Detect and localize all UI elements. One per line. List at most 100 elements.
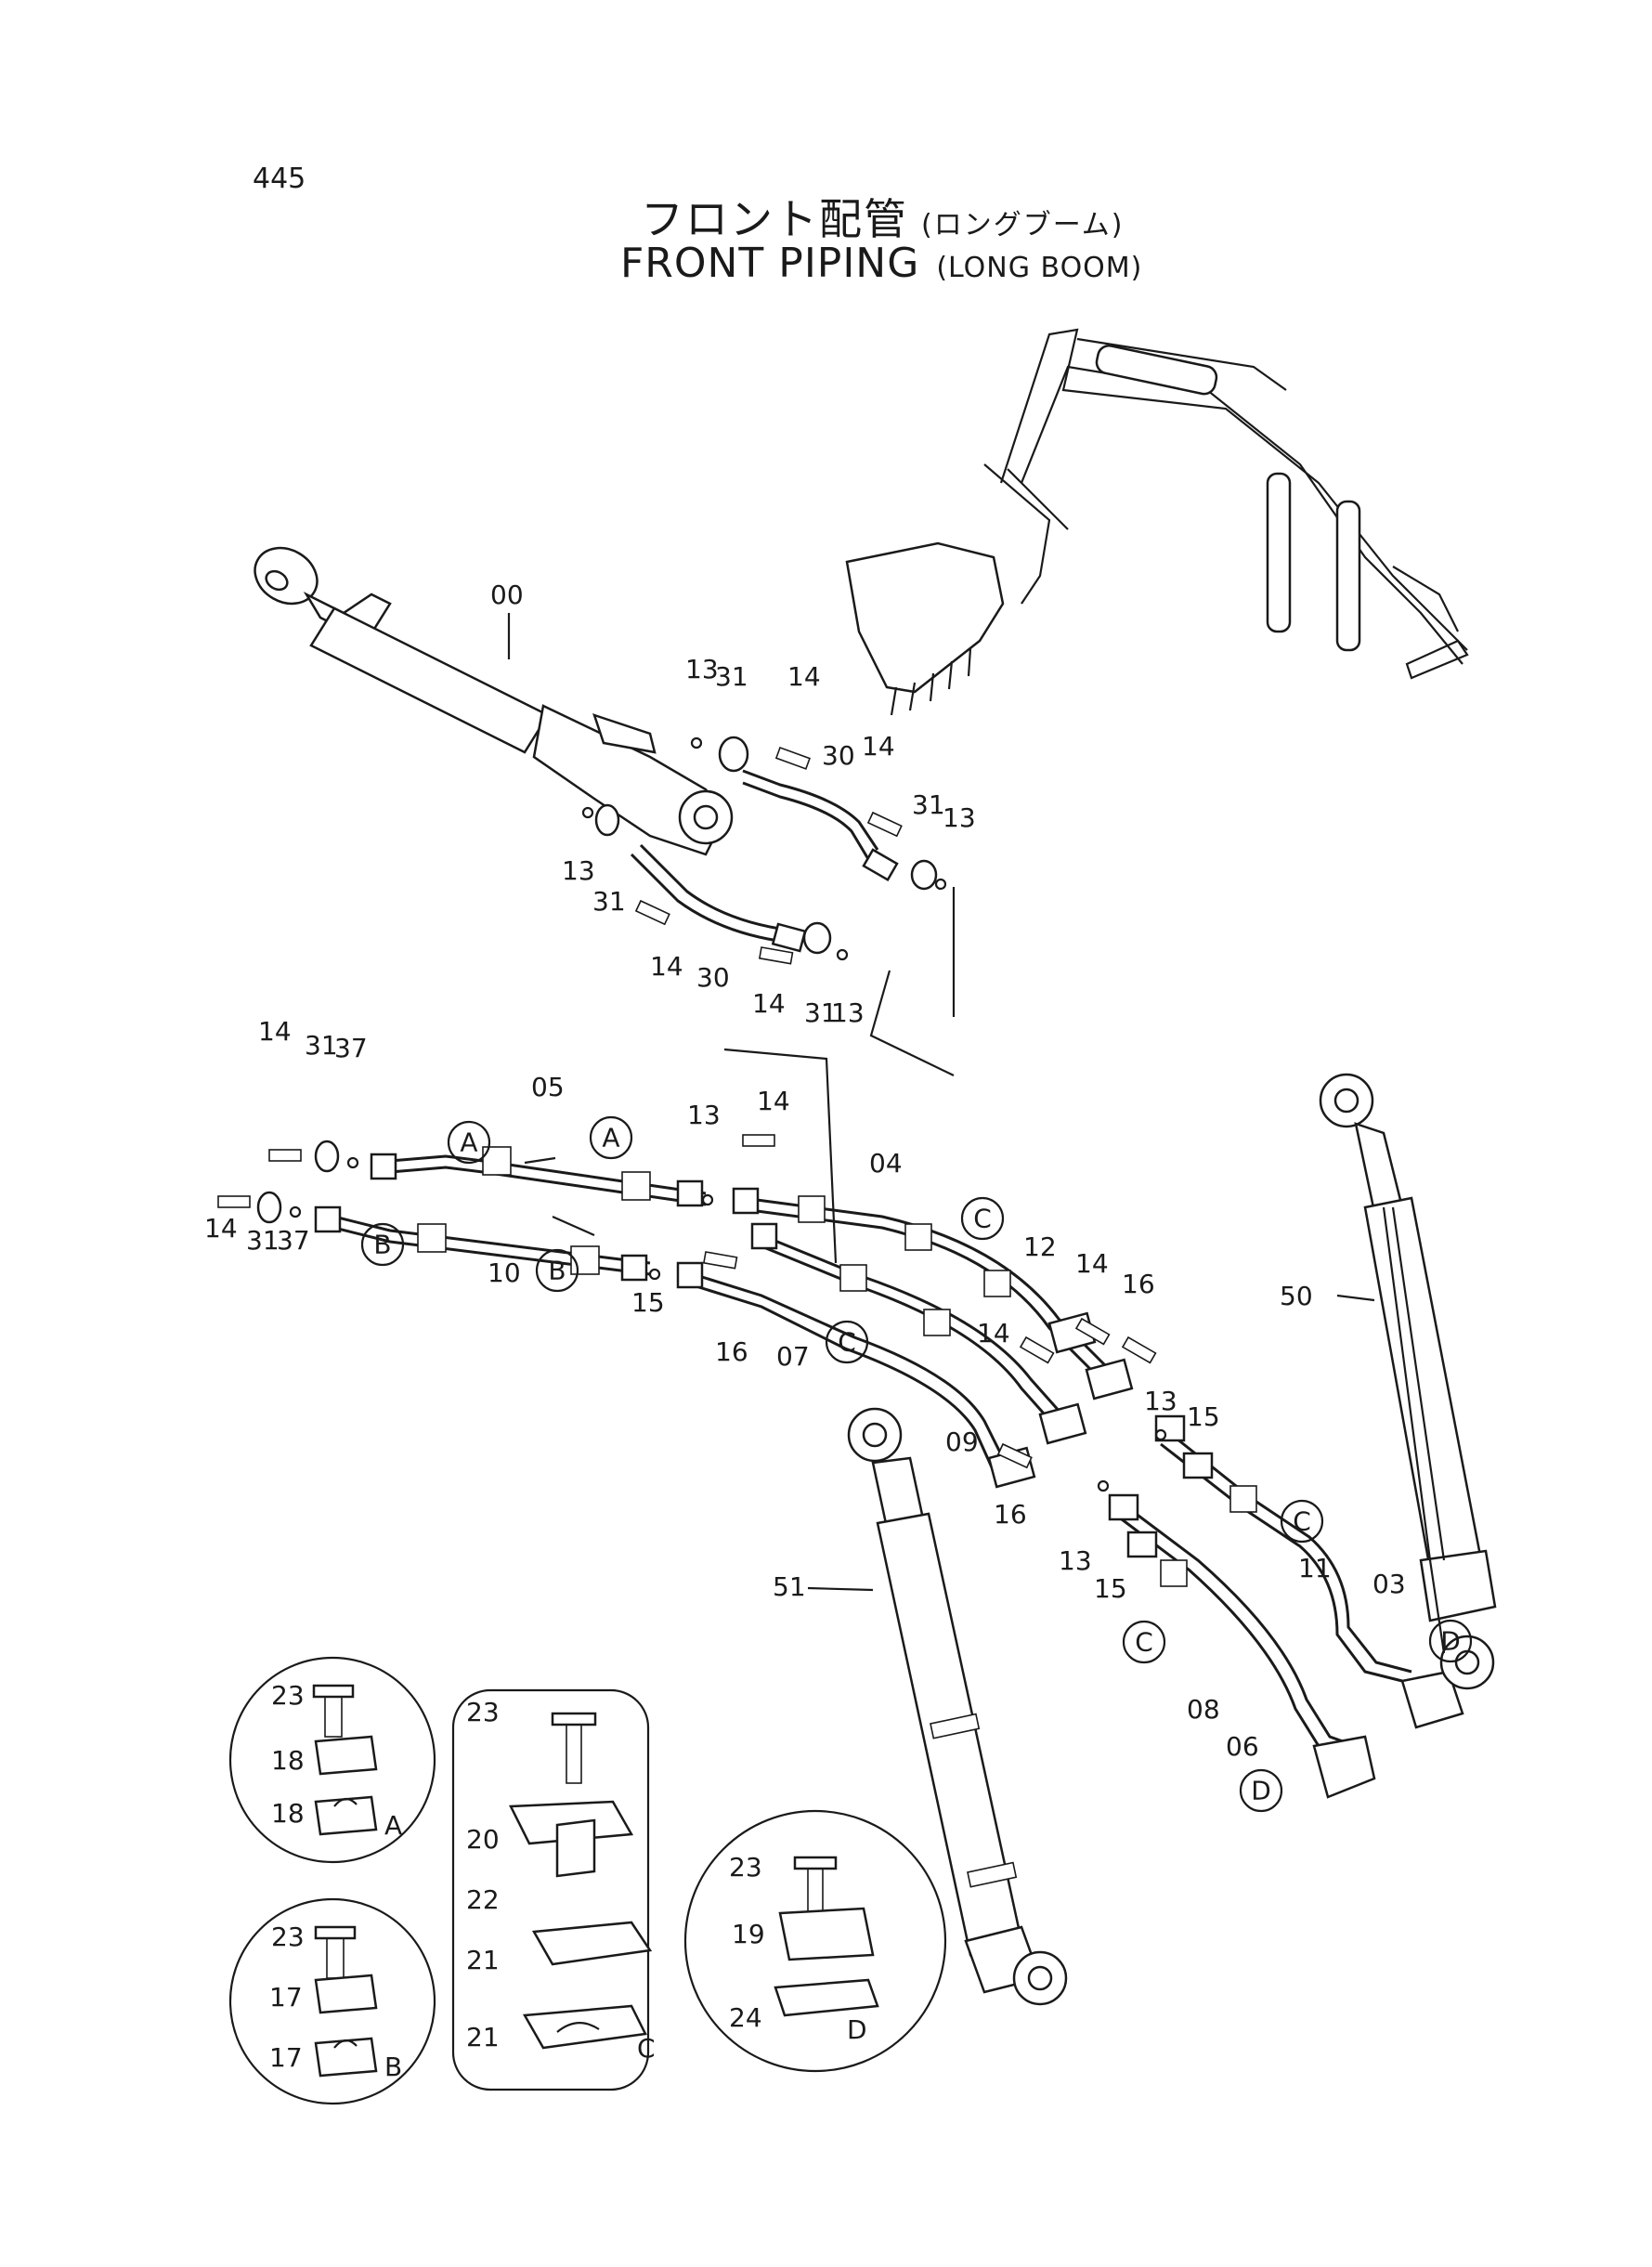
label-16-c: 16	[994, 1499, 1027, 1530]
title-japanese-main: フロント配管	[641, 194, 908, 244]
bolts-middle	[702, 1134, 1157, 1469]
label-22: 22	[466, 1884, 500, 1915]
leader-bracket	[869, 887, 956, 1076]
excavator-overview-illustration	[845, 328, 1469, 716]
label-detail-b: B	[384, 2052, 402, 2082]
label-23-b: 23	[271, 1922, 305, 1952]
svg-text:C: C	[1135, 1627, 1153, 1658]
detail-b	[228, 1897, 436, 2105]
label-23-c: 23	[466, 1697, 500, 1727]
label-31-c: 31	[592, 886, 626, 917]
tube-05	[370, 1146, 707, 1207]
callout-circle-c-2: C	[825, 1320, 869, 1364]
label-16-a: 16	[1122, 1269, 1155, 1299]
label-14-i: 14	[1075, 1248, 1109, 1279]
title-japanese: フロント配管 (ロングブーム)	[641, 186, 1125, 247]
label-13-b: 13	[943, 802, 976, 833]
label-31-b: 31	[912, 789, 945, 820]
label-16-b: 16	[715, 1336, 748, 1367]
svg-text:B: B	[548, 1256, 566, 1286]
label-30-b: 30	[696, 962, 730, 993]
callout-circle-a-1: A	[447, 1120, 491, 1165]
callout-circle-b-2: B	[535, 1248, 579, 1293]
detail-c	[451, 1688, 653, 2091]
label-50: 50	[1280, 1281, 1313, 1311]
title-english-sub: (LONG BOOM)	[936, 252, 1143, 284]
detail-a	[228, 1656, 436, 1864]
svg-text:B: B	[373, 1230, 391, 1260]
label-24: 24	[729, 2002, 762, 2033]
label-14-g: 14	[757, 1086, 790, 1116]
label-18-b: 18	[271, 1798, 305, 1829]
detail-d	[683, 1809, 947, 2073]
label-23-a: 23	[271, 1680, 305, 1711]
label-20: 20	[466, 1824, 500, 1855]
svg-text:C: C	[973, 1204, 992, 1234]
leader-lines	[507, 613, 1375, 1592]
label-14-h: 14	[977, 1318, 1010, 1348]
label-04: 04	[869, 1148, 903, 1179]
label-13-d: 13	[831, 997, 865, 1028]
label-07: 07	[776, 1341, 810, 1372]
label-31-e: 31	[305, 1030, 338, 1061]
label-13-c: 13	[562, 855, 595, 886]
cylinder-00	[254, 546, 734, 856]
svg-text:C: C	[1293, 1506, 1311, 1537]
label-37-b: 37	[277, 1225, 310, 1256]
label-13-e: 13	[687, 1100, 721, 1130]
label-12: 12	[1023, 1231, 1057, 1262]
label-31-f: 31	[246, 1225, 280, 1256]
svg-text:D: D	[1440, 1626, 1461, 1657]
label-23-d: 23	[729, 1852, 762, 1883]
fittings-upper	[581, 736, 947, 965]
label-31-d: 31	[804, 997, 838, 1028]
page-number: 445	[253, 163, 306, 195]
callout-circle-d-1: D	[1428, 1619, 1473, 1663]
leader-bracket-2	[723, 1048, 838, 1264]
tube-10	[314, 1205, 651, 1282]
label-30-a: 30	[822, 740, 855, 771]
label-08: 08	[1187, 1694, 1220, 1725]
callout-circle-b-1: B	[360, 1222, 405, 1267]
label-13-g: 13	[1059, 1545, 1092, 1576]
svg-text:D: D	[1251, 1776, 1271, 1806]
label-15-b: 15	[631, 1287, 665, 1318]
label-19: 19	[732, 1919, 765, 1949]
callout-circle-c-1: C	[960, 1196, 1005, 1241]
label-13-f: 13	[1144, 1386, 1177, 1416]
hose-30-upper	[742, 769, 899, 882]
tube-03-06-08-11	[1097, 1414, 1464, 1799]
label-11: 11	[1298, 1553, 1332, 1583]
label-15-c: 15	[1094, 1573, 1127, 1604]
arm-cylinder-overview	[1095, 344, 1218, 396]
bucket-overview	[845, 541, 1005, 694]
title-japanese-sub: (ロングブーム)	[921, 209, 1125, 241]
label-00: 00	[490, 580, 524, 610]
hose-30-lower	[630, 843, 807, 953]
label-10: 10	[488, 1257, 521, 1288]
label-09: 09	[945, 1427, 979, 1457]
flanges-left	[217, 1140, 714, 1281]
svg-text:A: A	[602, 1123, 619, 1153]
callout-circle-c-4: C	[1122, 1620, 1166, 1664]
label-15-a: 15	[1187, 1401, 1220, 1432]
label-14-e: 14	[258, 1016, 292, 1047]
label-05: 05	[531, 1072, 565, 1102]
label-51: 51	[773, 1571, 806, 1602]
label-14-d: 14	[752, 988, 786, 1019]
label-21-a: 21	[466, 1945, 500, 1975]
label-31-a: 31	[715, 661, 748, 692]
svg-text:A: A	[460, 1127, 477, 1158]
label-detail-a: A	[384, 1810, 402, 1841]
callout-circle-c-3: C	[1280, 1499, 1324, 1544]
label-13-a: 13	[685, 654, 719, 684]
cylinder-50	[1319, 1073, 1497, 1690]
label-17-a: 17	[269, 1982, 303, 2013]
boom-cylinder-overview-right	[1335, 500, 1361, 652]
svg-text:C: C	[838, 1327, 856, 1358]
label-14-f: 14	[204, 1213, 238, 1244]
label-18-a: 18	[271, 1745, 305, 1776]
label-17-b: 17	[269, 2042, 303, 2073]
label-14-c: 14	[650, 951, 683, 982]
